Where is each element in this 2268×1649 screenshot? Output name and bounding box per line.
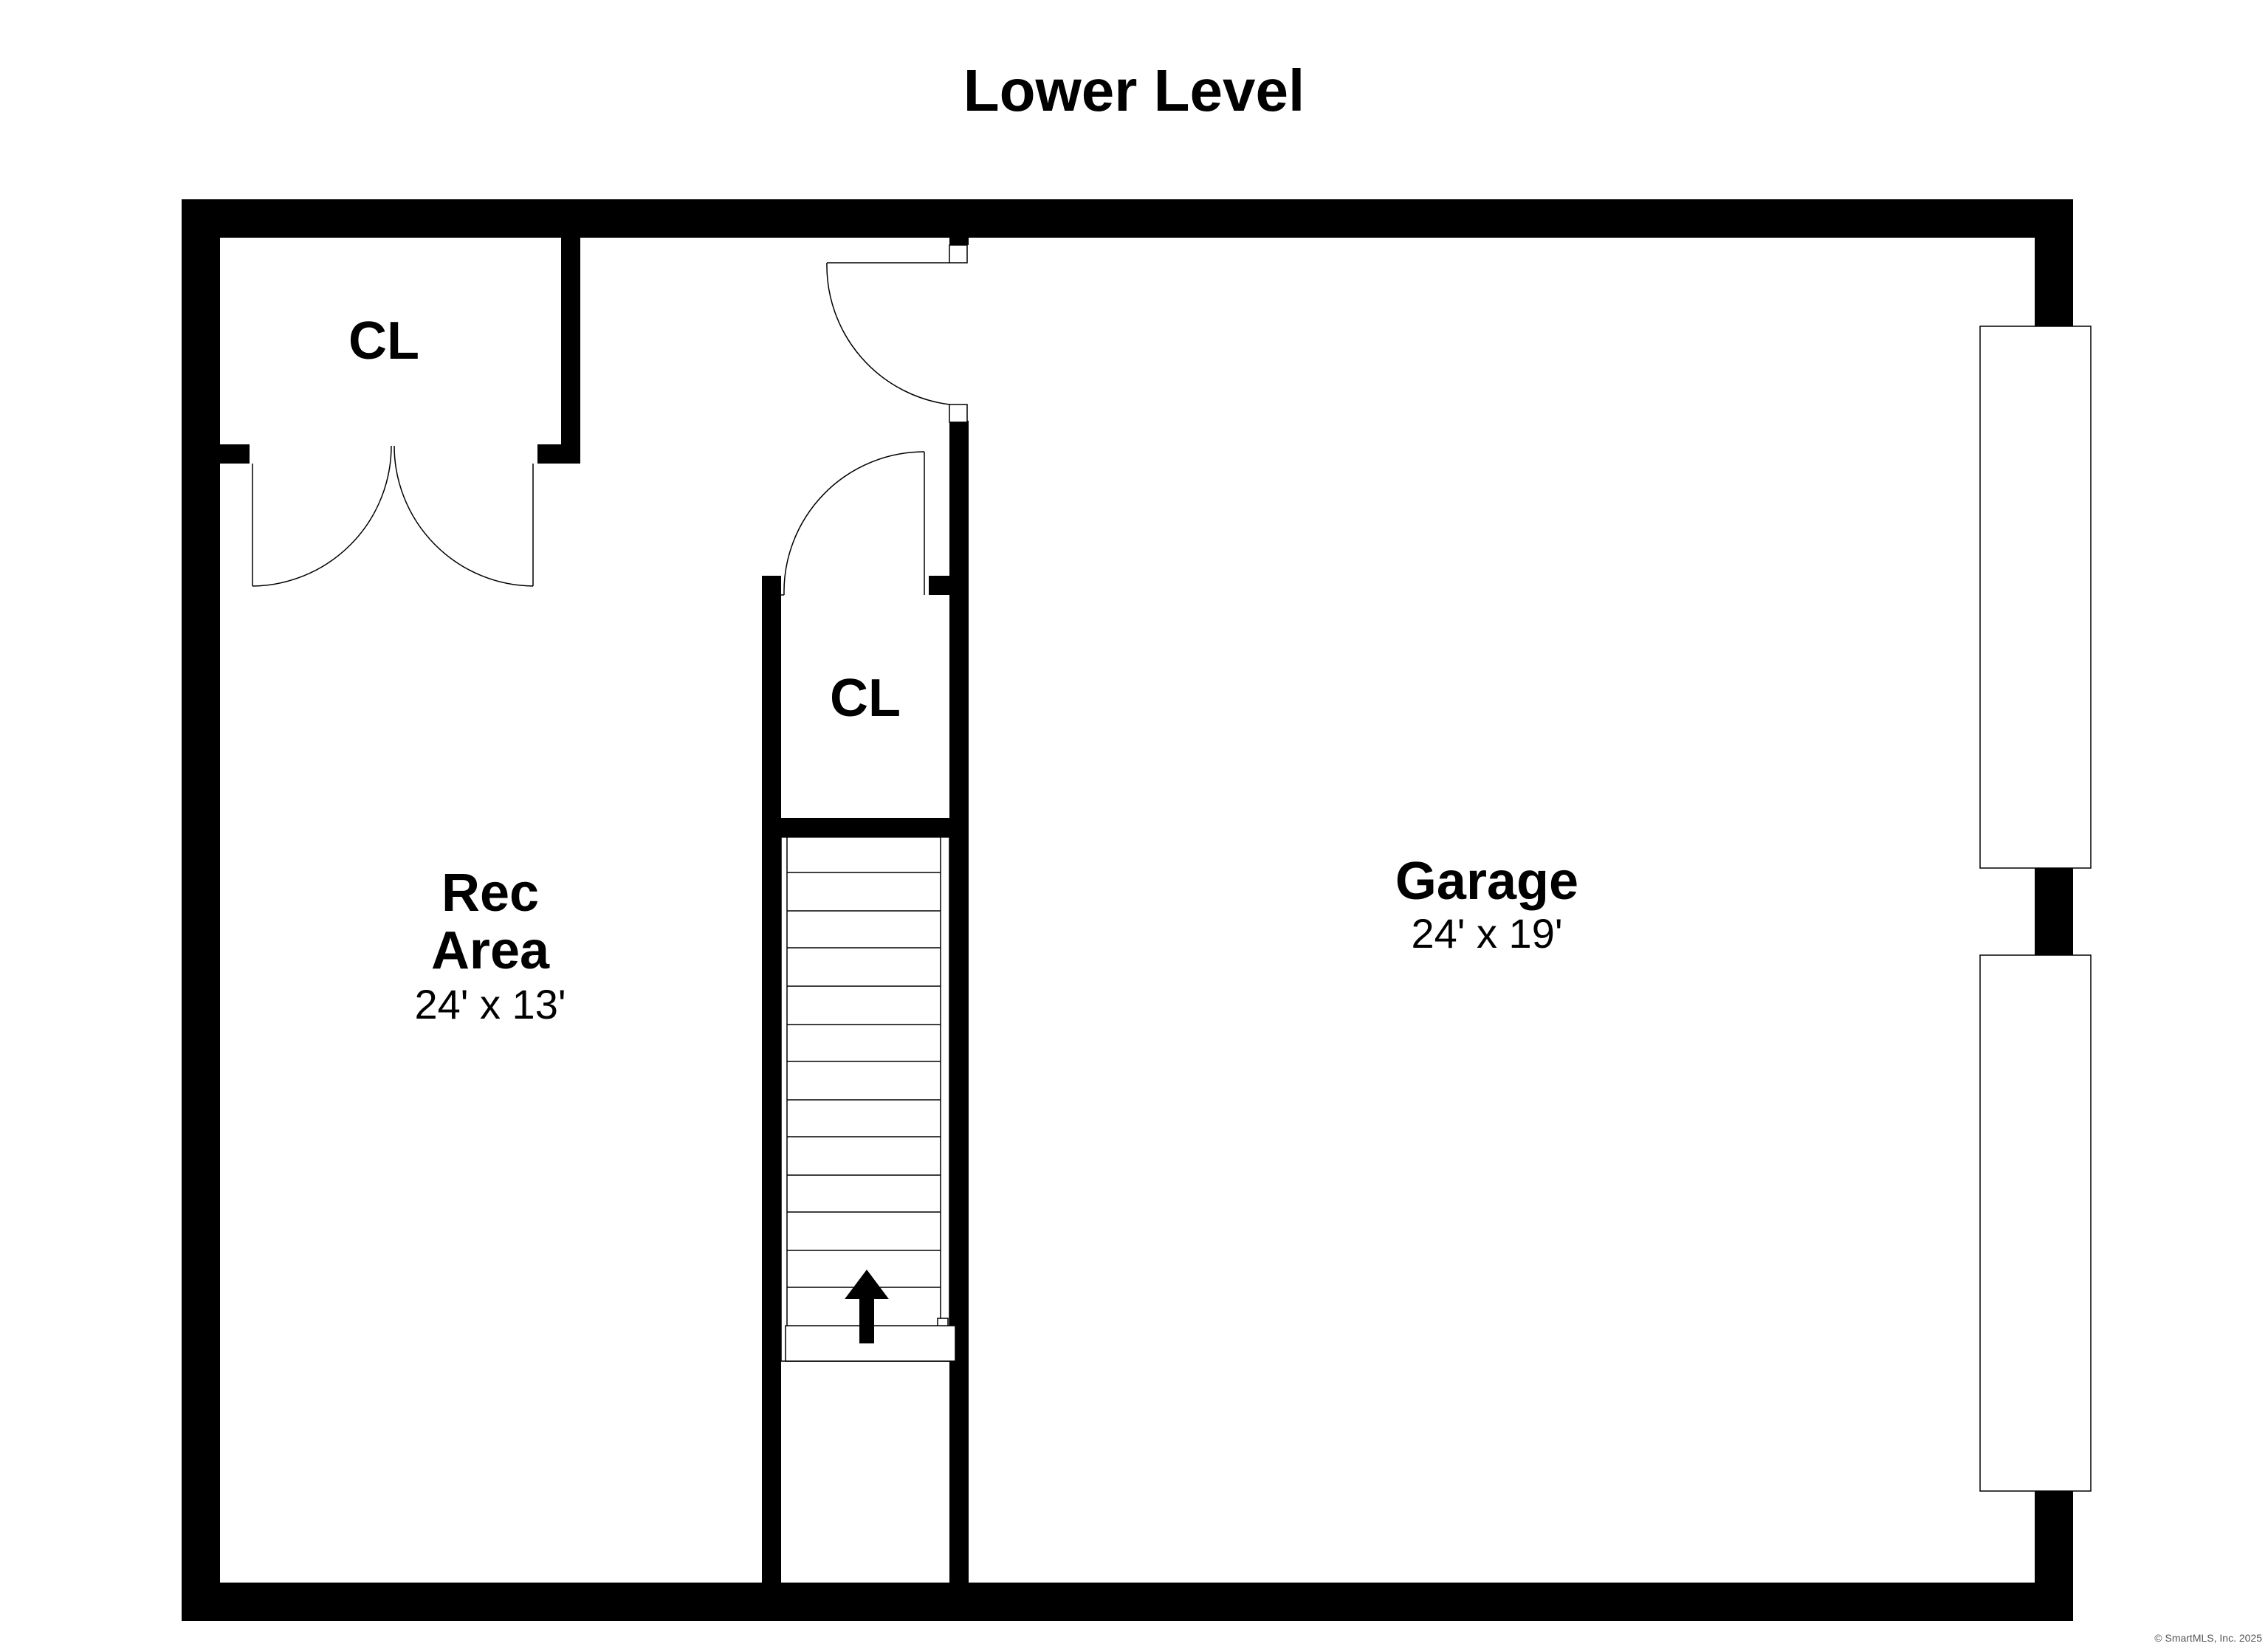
- stair-up-arrow-icon: [845, 1270, 889, 1343]
- middle-closet-door: [781, 451, 925, 596]
- rec-area-label-line2: Area: [431, 921, 550, 980]
- garage-door-lower: [1979, 954, 2092, 1492]
- garage-door-upper: [1979, 326, 2092, 869]
- garage-entry-door: [826, 244, 968, 423]
- closet-double-door: [252, 445, 534, 587]
- garage-label: Garage: [1395, 852, 1578, 911]
- interior-walls: [220, 238, 969, 1583]
- rec-area-dimensions: 24' x 13': [414, 981, 566, 1027]
- closet-label-upper: CL: [348, 311, 419, 371]
- exterior-walls: [182, 199, 2073, 1621]
- garage-dimensions: 24' x 19': [1411, 910, 1562, 957]
- rec-area-label-line1: Rec: [441, 864, 539, 923]
- closet-label-middle: CL: [830, 669, 901, 728]
- floor-title: Lower Level: [963, 58, 1305, 123]
- copyright-text: © SmartMLS, Inc. 2025: [2154, 1632, 2262, 1644]
- doors: [252, 244, 2092, 1492]
- staircase: [780, 836, 956, 1362]
